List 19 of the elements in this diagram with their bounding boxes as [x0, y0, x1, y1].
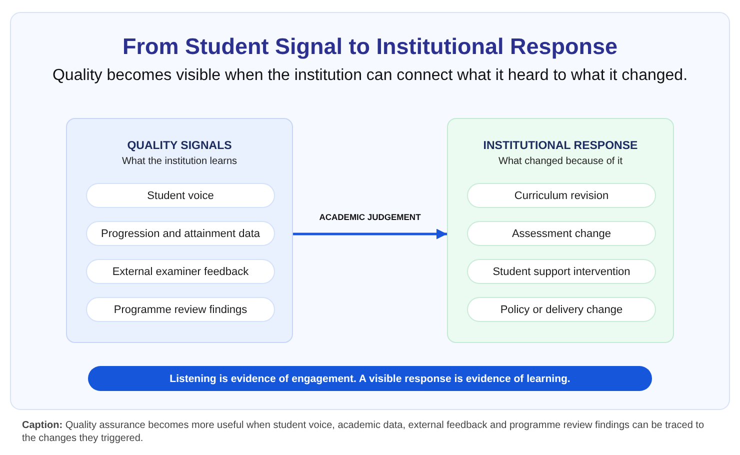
panel-heading: QUALITY SIGNALS	[126, 140, 233, 152]
subtitle: Quality becomes visible when the institution can connect what it heard to what it changed.	[51, 67, 689, 85]
list-item: Assessment change	[467, 221, 656, 246]
panel-card	[447, 118, 674, 343]
list-item: Curriculum revision	[467, 183, 656, 208]
list-item: Progression and attainment data	[86, 221, 275, 246]
panel-heading: INSTITUTIONAL RESPONSE	[482, 140, 639, 152]
arrow	[293, 228, 447, 240]
list-item: Programme review findings	[86, 297, 275, 322]
list-item: Student support intervention	[467, 259, 656, 284]
list-item: External examiner feedback	[86, 259, 275, 284]
panel-subheading: What the institution learns	[120, 156, 238, 167]
list-item: Student voice	[86, 183, 275, 208]
diagram-title: From Student Signal to Institutional Response	[121, 34, 618, 60]
panel-card	[66, 118, 293, 343]
caption: Caption: Quality assurance becomes more useful when student voice, academic data, external feedback and programme review findings can be traced to the changes they triggered.	[22, 419, 706, 445]
panel-subheading: What changed because of it	[498, 156, 624, 167]
list-item: Policy or delivery change	[467, 297, 656, 322]
message-banner: Listening is evidence of engagement. A visible response is evidence of learning.	[88, 366, 652, 391]
